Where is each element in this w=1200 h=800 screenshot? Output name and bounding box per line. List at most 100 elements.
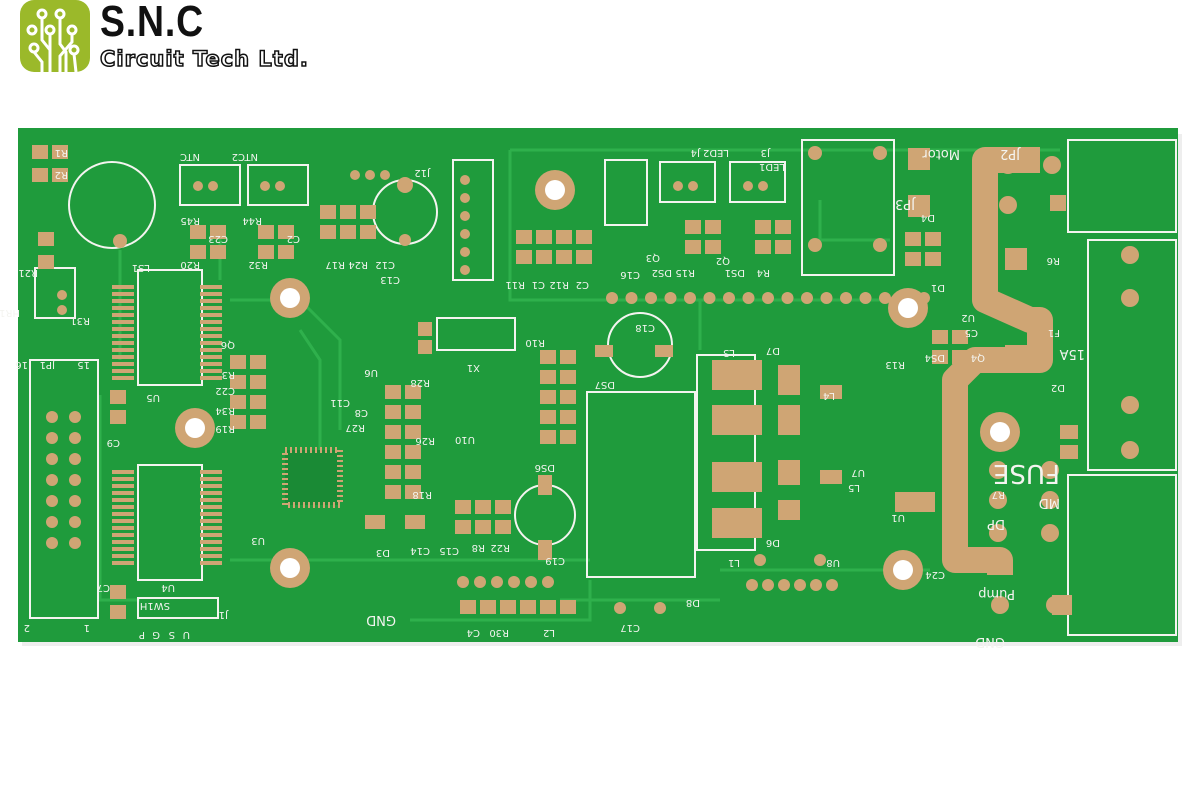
trace (818, 200, 890, 242)
smd-pad (112, 526, 134, 530)
smd-pad (340, 225, 356, 239)
silkscreen-label: C7 (97, 582, 110, 593)
through-hole-pad (859, 292, 872, 304)
smd-pad (576, 250, 592, 264)
silkscreen-label: C4 (467, 627, 480, 638)
smd-pad (200, 477, 222, 481)
smd-pad (112, 376, 134, 380)
through-hole-pad (1121, 396, 1139, 414)
smd-pad (112, 505, 134, 509)
silkscreen-label: S (169, 629, 175, 640)
silkscreen-label: C2 (287, 233, 300, 244)
through-hole-pad (46, 516, 58, 528)
through-hole-pad (46, 432, 58, 444)
silkscreen-label: C23 (208, 233, 228, 244)
silkscreen-label: JP3 (895, 196, 916, 211)
through-hole-pad (879, 292, 891, 304)
smd-pad (1060, 445, 1078, 459)
smd-pad (685, 240, 701, 254)
mounting-hole (545, 180, 565, 200)
smd-pad (775, 240, 791, 254)
smd-pad (385, 445, 401, 459)
smd-pad (258, 225, 274, 239)
silkscreen-label: FUSE (993, 458, 1060, 488)
through-hole-pad (57, 290, 67, 300)
smd-pad (112, 285, 134, 289)
through-hole-pad (1121, 289, 1139, 307)
silkscreen-label: R44 (242, 215, 262, 226)
smd-pad (360, 225, 376, 239)
smd-pad (200, 526, 222, 530)
silkscreen-label: U2 (961, 312, 975, 323)
smd-pad (230, 375, 246, 389)
silkscreen-label: U1 (891, 512, 905, 523)
smd-pad (320, 225, 336, 239)
smd-pad (905, 252, 921, 266)
silkscreen-label: Q6 (221, 339, 235, 350)
silkscreen-label: NTC (180, 151, 200, 162)
smd-pad (320, 205, 336, 219)
through-hole-pad (781, 292, 794, 304)
smd-pad (418, 340, 432, 354)
smd-pad (200, 348, 222, 352)
smd-pad (190, 245, 206, 259)
smd-pad (556, 230, 572, 244)
smd-pad (340, 205, 356, 219)
smd-pad (576, 230, 592, 244)
silkscreen-label: HR1 (0, 307, 20, 318)
silkscreen-label: DP (987, 516, 1005, 531)
smd-pad (110, 585, 126, 599)
smd-pad (200, 306, 222, 310)
silkscreen-label: C16 (620, 269, 640, 280)
smd-pad (112, 320, 134, 324)
through-hole-pad (69, 411, 81, 423)
through-hole-pad (193, 181, 203, 191)
mounting-hole (280, 288, 300, 308)
silkscreen-label: C18 (635, 322, 655, 333)
silkscreen-label: R34 (215, 405, 235, 416)
smd-pad (925, 252, 941, 266)
smd-pad (360, 205, 376, 219)
silkscreen-label: D8 (686, 597, 700, 608)
through-hole-pad (873, 146, 887, 160)
silkscreen-label: JP2 (1000, 146, 1021, 161)
smd-pad (250, 355, 266, 369)
smd-pad (540, 350, 556, 364)
silkscreen-label: C22 (215, 385, 235, 396)
smd-pad (712, 508, 762, 538)
smd-pad (200, 327, 222, 331)
smd-pad (200, 491, 222, 495)
through-hole-pad (1041, 461, 1059, 479)
smd-pad (52, 168, 68, 182)
mounting-hole (185, 418, 205, 438)
silkscreen-label: DS1 (725, 267, 745, 278)
through-hole-pad (1041, 491, 1059, 509)
smd-pad (560, 370, 576, 384)
smd-pad (112, 327, 134, 331)
smd-pad (495, 520, 511, 534)
silkscreen-label: Q3 (646, 252, 660, 263)
trace (410, 580, 592, 622)
silkscreen-label: NTC2 (232, 151, 258, 162)
silkscreen-label: C5 (965, 327, 978, 338)
smd-pad (278, 225, 294, 239)
smd-pad (405, 385, 421, 399)
smd-pad (200, 505, 222, 509)
smd-pad (820, 385, 842, 399)
silkscreen-label: GND (366, 612, 396, 627)
silkscreen-label: R30 (489, 627, 509, 638)
through-hole-pad (754, 554, 766, 566)
smd-pad (560, 350, 576, 364)
smd-pad (52, 145, 68, 159)
smd-pad (200, 376, 222, 380)
silkscreen-label: LED2 (703, 147, 729, 158)
smd-pad (250, 395, 266, 409)
silkscreen-label: R11 (505, 279, 525, 290)
smd-pad (536, 230, 552, 244)
smd-pad (712, 360, 762, 390)
smd-pad (540, 370, 556, 384)
silkscreen-label: DS2 (652, 267, 672, 278)
silkscreen-label: 16 (15, 359, 28, 370)
silkscreen-label: U7 (851, 467, 865, 478)
